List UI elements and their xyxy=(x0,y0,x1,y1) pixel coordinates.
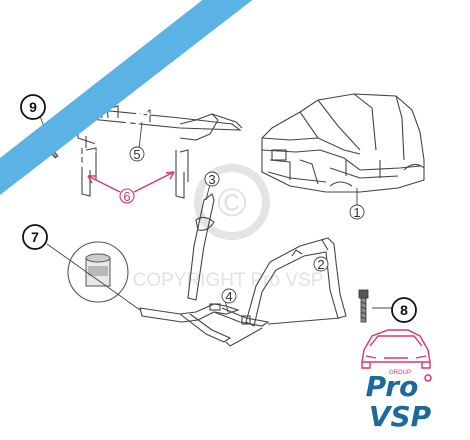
bracket-callout-arrows xyxy=(87,171,175,193)
sealant-tube-part-7 xyxy=(67,241,129,303)
callout-7: 7 xyxy=(31,229,39,245)
car-front-icon xyxy=(361,329,431,369)
callout-4: 4 xyxy=(225,289,232,304)
bold-callouts: 7 8 9 xyxy=(20,94,417,323)
callout-2: 2 xyxy=(317,257,324,272)
callout-9: 9 xyxy=(29,99,37,115)
callout-8: 8 xyxy=(400,302,408,318)
logo-line1: Pro xyxy=(366,370,419,403)
lower-frame-part-4 xyxy=(139,303,341,347)
callout-5: 5 xyxy=(133,147,140,162)
pillar-part-3 xyxy=(187,193,215,301)
copyright-symbol-icon xyxy=(194,164,270,240)
logo-group-text: GROUP xyxy=(389,370,411,376)
callout-1: 1 xyxy=(353,205,360,220)
callout-3: 3 xyxy=(208,172,215,187)
watermark-text: COPYRIGHT Pro VSP xyxy=(133,270,324,291)
callout-6: 6 xyxy=(123,189,130,204)
watermark: © COPYRIGHT Pro VSP xyxy=(133,164,324,291)
logo-dot-icon xyxy=(424,374,432,382)
car-body-shell-part xyxy=(261,93,425,193)
bracket-parts xyxy=(81,147,189,199)
pillar-part-2 xyxy=(245,237,347,327)
watermark-symbol: © xyxy=(217,181,246,225)
logo-line2: VSP xyxy=(369,400,432,433)
callout-numbers: 1 2 3 4 5 6 xyxy=(119,146,365,304)
provsp-logo: GROUP Pro VSP xyxy=(361,329,432,433)
bolt-icon xyxy=(358,289,369,323)
